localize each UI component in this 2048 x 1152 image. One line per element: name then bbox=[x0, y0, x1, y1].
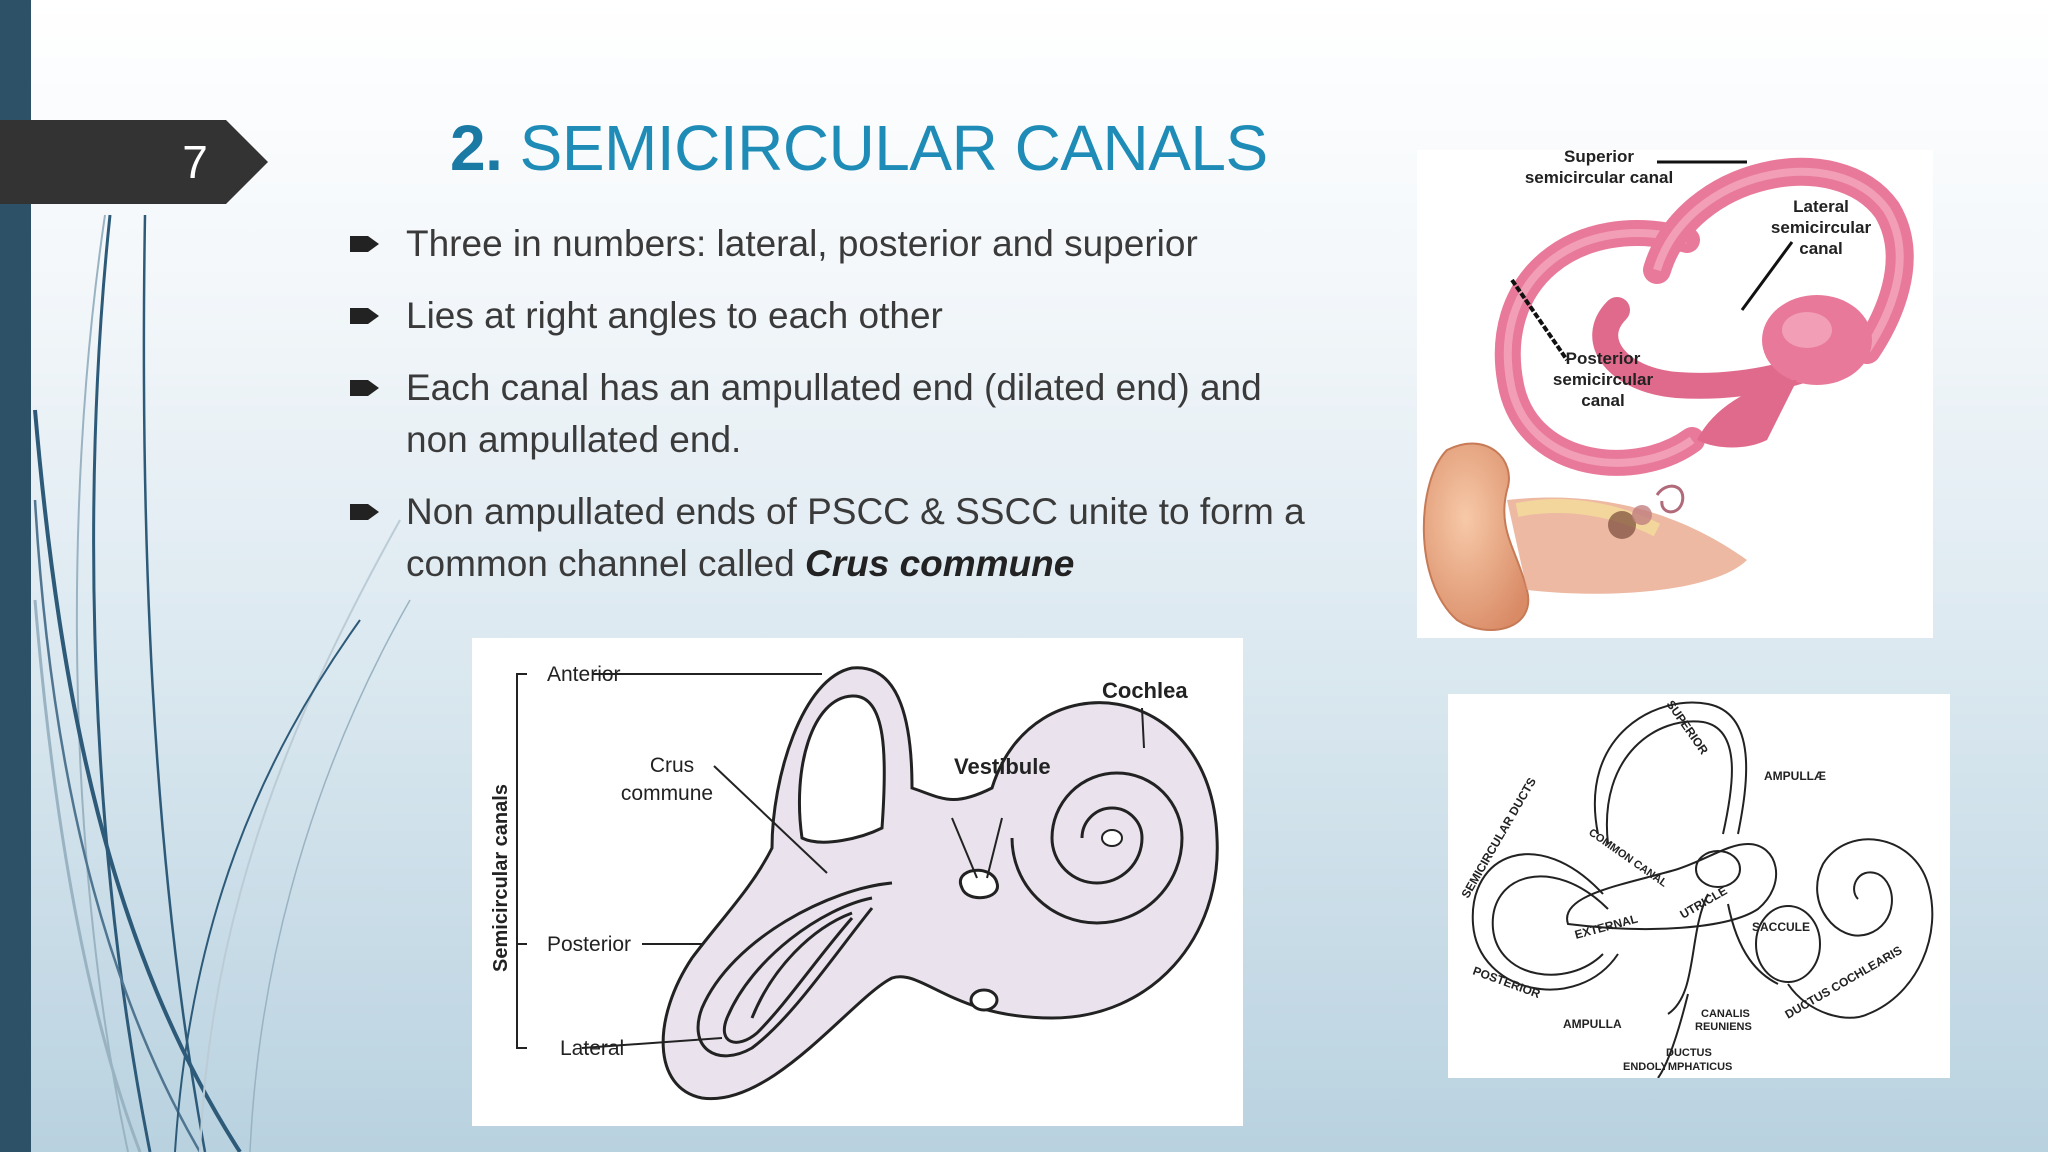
label-lateral: Lateral bbox=[560, 1037, 624, 1060]
slide-number-tab bbox=[0, 120, 268, 204]
label-ampullae: AMPULLÆ bbox=[1764, 769, 1826, 783]
title-text: SEMICIRCULAR CANALS bbox=[519, 112, 1269, 184]
label-anterior: Anterior bbox=[547, 663, 621, 686]
semicircular-ducts-diagram: SEMICIRCULAR DUCTS SUPERIOR AMPULLÆ COMM… bbox=[1448, 694, 1950, 1079]
slide-title: 2. SEMICIRCULAR CANALS bbox=[450, 108, 1268, 188]
ducts-drawing: SEMICIRCULAR DUCTS SUPERIOR AMPULLÆ COMM… bbox=[1458, 698, 1934, 1079]
label-reuniens: REUNIENS bbox=[1695, 1021, 1752, 1033]
labyrinth-schematic: Semicircular canals Anterior Crus commun… bbox=[472, 638, 1243, 1126]
arrow-bullet-icon bbox=[350, 308, 379, 324]
label-superior: SUPERIOR bbox=[1664, 698, 1712, 758]
label-posterior: POSTERIOR bbox=[1471, 964, 1543, 1001]
label-posterior-canal: canal bbox=[1581, 391, 1624, 410]
title-number: 2. bbox=[450, 112, 503, 184]
label-posterior: Posterior bbox=[547, 933, 631, 956]
label-semicircular-ducts: SEMICIRCULAR DUCTS bbox=[1458, 775, 1538, 900]
label-ductus: DUCTUS bbox=[1666, 1047, 1712, 1059]
label-endolymphaticus: ENDOLYMPHATICUS bbox=[1623, 1061, 1732, 1073]
label-ampulla: AMPULLA bbox=[1563, 1017, 1622, 1031]
label-superior: Superior bbox=[1564, 150, 1634, 166]
label-superior-canal: semicircular canal bbox=[1525, 168, 1673, 187]
inner-ear-illustration: Superior semicircular canal Lateral semi… bbox=[1417, 147, 1933, 638]
label-lateral-semicircular: semicircular bbox=[1771, 218, 1872, 237]
inner-ear-drawing: Superior semicircular canal Lateral semi… bbox=[1422, 147, 1914, 631]
label-lateral: Lateral bbox=[1793, 197, 1849, 216]
label-common-canal: COMMON CANAL bbox=[1586, 827, 1669, 890]
bullet-item: Lies at right angles to each other bbox=[350, 290, 1330, 342]
label-utricle: UTRICLE bbox=[1678, 883, 1730, 921]
label-semicircular-canals: Semicircular canals bbox=[490, 784, 512, 972]
label-posterior: Posterior bbox=[1566, 349, 1641, 368]
bullet-text: Three in numbers: lateral, posterior and… bbox=[406, 223, 1198, 264]
bullet-text: Lies at right angles to each other bbox=[406, 295, 943, 336]
arrow-bullet-icon bbox=[350, 236, 379, 252]
arrow-bullet-icon bbox=[350, 504, 379, 520]
bullet-item: Each canal has an ampullated end (dilate… bbox=[350, 362, 1330, 466]
label-ductus-cochlearis: DUCTUS COCHLEARIS bbox=[1783, 943, 1905, 1021]
bullet-text: Each canal has an ampullated end (dilate… bbox=[406, 367, 1262, 460]
label-crus: Crus bbox=[650, 754, 694, 777]
label-saccule: SACCULE bbox=[1752, 920, 1810, 934]
bullet-item: Three in numbers: lateral, posterior and… bbox=[350, 218, 1330, 270]
label-vestibule: Vestibule bbox=[954, 754, 1051, 779]
label-commune: commune bbox=[621, 782, 713, 805]
crus-commune-emphasis: Crus commune bbox=[805, 543, 1075, 584]
arrow-bullet-icon bbox=[350, 380, 379, 396]
bullet-text: Non ampullated ends of PSCC & SSCC unite… bbox=[406, 491, 1305, 584]
decorative-curves bbox=[33, 214, 411, 1152]
label-external: EXTERNAL bbox=[1573, 912, 1639, 942]
label-lateral-canal: canal bbox=[1799, 239, 1842, 258]
labyrinth-drawing: Semicircular canals Anterior Crus commun… bbox=[490, 663, 1219, 1101]
bullet-item: Non ampullated ends of PSCC & SSCC unite… bbox=[350, 486, 1330, 590]
label-canalis: CANALIS bbox=[1701, 1008, 1750, 1020]
label-posterior-semicircular: semicircular bbox=[1553, 370, 1654, 389]
bullet-list: Three in numbers: lateral, posterior and… bbox=[350, 218, 1330, 610]
slide-number: 7 bbox=[182, 136, 208, 188]
label-cochlea: Cochlea bbox=[1102, 678, 1188, 703]
